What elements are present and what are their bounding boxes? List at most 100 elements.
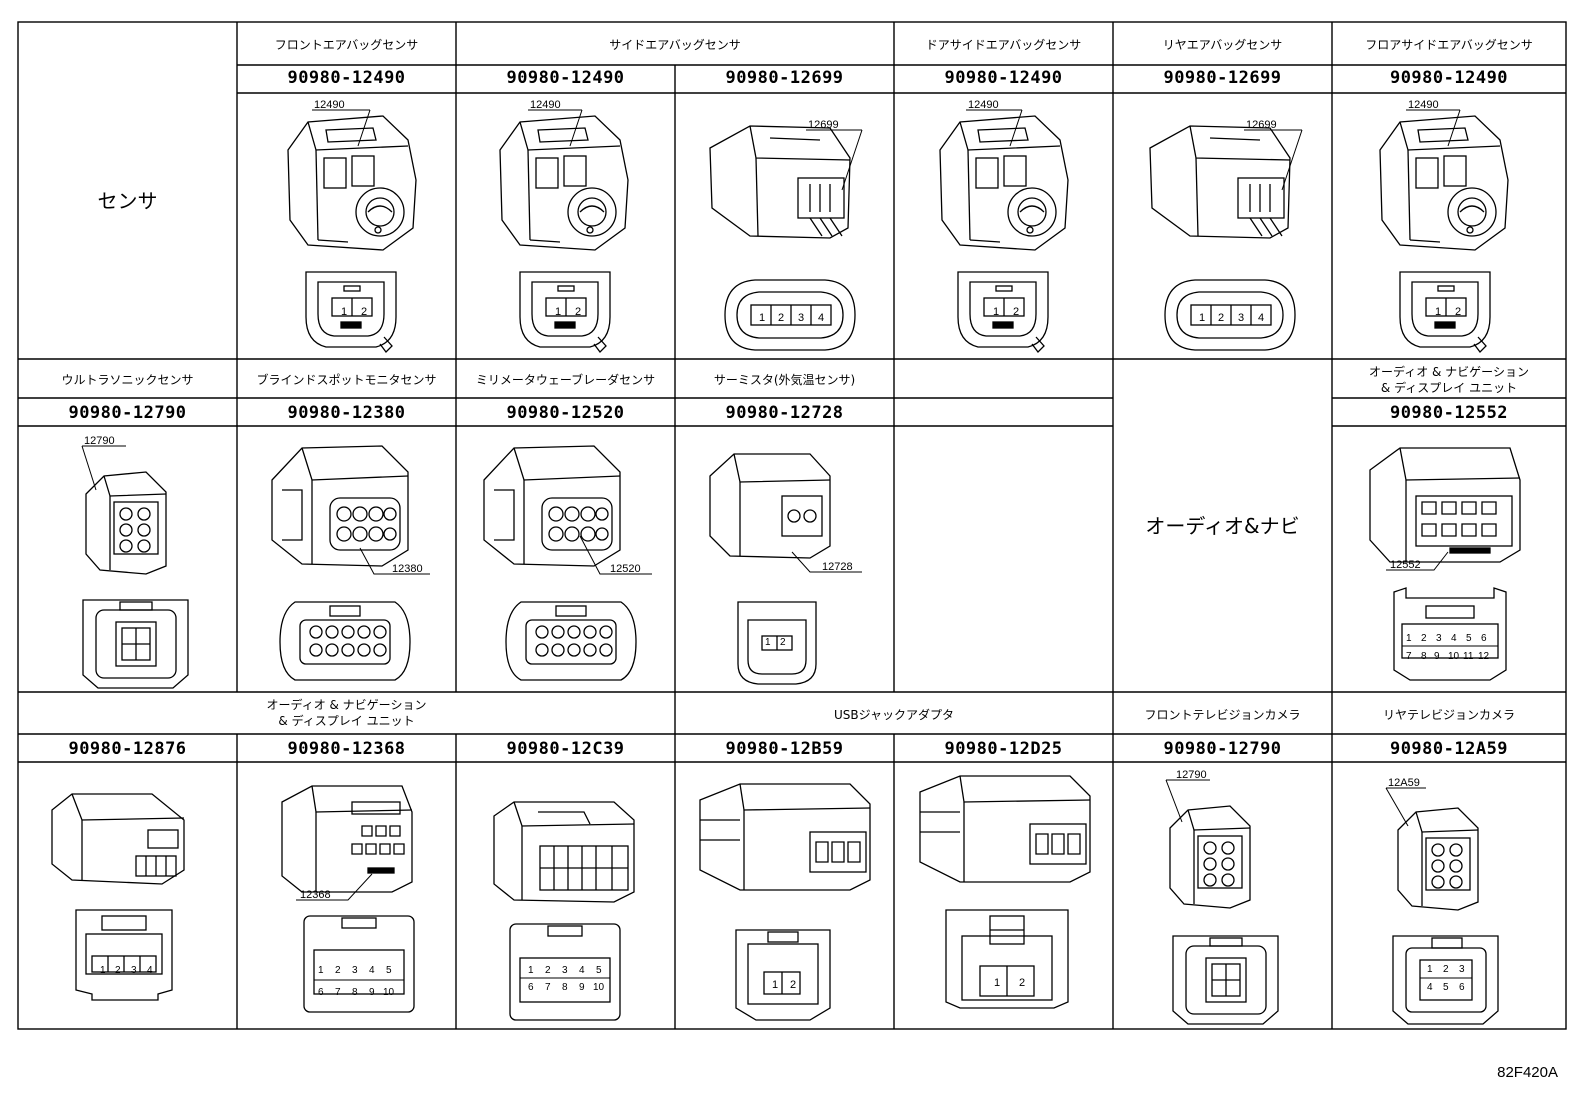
header-audio-nav-display-2: & ディスプレイ ユニット xyxy=(1380,381,1518,395)
header-audio-nav-display-1: オーディオ & ナビゲーション xyxy=(1369,365,1529,379)
part-number: 90980-12699 xyxy=(725,68,844,88)
pin-label: 2 xyxy=(778,312,784,324)
pin-label: 2 xyxy=(335,965,341,976)
pin-label: 6 xyxy=(318,987,324,998)
tag-label: 12790 xyxy=(1176,769,1207,781)
header-usb-jack-adapter: USBジャックアダプタ xyxy=(833,708,955,722)
connector-12490-door xyxy=(939,109,1069,353)
pin-label: 3 xyxy=(798,312,804,324)
part-number: 90980-12490 xyxy=(506,68,625,88)
pin-label: 1 xyxy=(528,965,534,976)
header-ultrasonic-sensor: ウルトラソニックセンサ xyxy=(61,373,194,387)
tag-label: 12728 xyxy=(822,561,853,573)
pin-label: 4 xyxy=(369,965,375,976)
pin-label: 12 xyxy=(1478,651,1490,662)
pin-label: 4 xyxy=(1258,312,1264,324)
category-sensor: センサ xyxy=(97,189,158,213)
tag-label: 12368 xyxy=(300,889,331,901)
header-thermistor: サーミスタ(外気温センサ) xyxy=(713,373,856,387)
header-blind-spot-monitor-sensor: ブラインドスポットモニタセンサ xyxy=(256,373,437,387)
pin-label: 6 xyxy=(1481,633,1487,644)
tag-label: 12699 xyxy=(808,119,839,131)
pin-label: 2 xyxy=(1218,312,1224,324)
pin-label: 2 xyxy=(115,965,121,976)
part-number: 90980-12552 xyxy=(1389,403,1509,423)
part-number: 90980-12790 xyxy=(1163,739,1282,759)
pin-grid-12552: 1 2 3 4 5 6 7 8 9 10 11 12 xyxy=(1402,633,1498,662)
tag-label: 12490 xyxy=(314,99,345,111)
header-millimeter-wave-radar-sensor: ミリメータウェーブレーダセンサ xyxy=(475,373,656,387)
pin-label: 1 xyxy=(341,306,347,318)
connector-12380-blind-spot xyxy=(271,445,430,681)
pin-label: 1 xyxy=(993,306,999,318)
connector-12b59 xyxy=(699,783,871,1021)
pin-label: 5 xyxy=(596,965,602,976)
connector-12368 xyxy=(281,785,415,1013)
pin-label: 9 xyxy=(579,982,585,993)
pin-label: 1 xyxy=(318,965,324,976)
audio-nav-label: オーディオ&ナビ xyxy=(1145,514,1300,538)
pin-label: 1 xyxy=(765,637,771,648)
pin-label: 3 xyxy=(562,965,568,976)
connector-12490-side xyxy=(499,109,629,353)
tag-label: 12490 xyxy=(1408,99,1439,111)
connector-12490-front xyxy=(287,109,417,353)
header-door-side-airbag-sensor: ドアサイドエアバッグセンサ xyxy=(925,38,1082,52)
pin-label: 9 xyxy=(1434,651,1440,662)
pin-label: 4 xyxy=(147,965,153,976)
pin-label: 2 xyxy=(1019,977,1025,989)
pin-label: 2 xyxy=(545,965,551,976)
pin-label: 4 xyxy=(579,965,585,976)
pin-label: 2 xyxy=(1421,633,1427,644)
pin-label: 7 xyxy=(1406,651,1412,662)
pin-label: 10 xyxy=(383,987,395,998)
pin-label: 10 xyxy=(593,982,605,993)
tag-label: 12490 xyxy=(530,99,561,111)
pin-label: 5 xyxy=(1443,982,1449,993)
pin-label: 2 xyxy=(790,979,796,991)
pin-label: 2 xyxy=(1443,964,1449,975)
tag-label: 12380 xyxy=(392,563,423,575)
connector-12699-side xyxy=(709,125,863,351)
pin-label: 2 xyxy=(361,306,367,318)
part-number: 90980-12876 xyxy=(68,739,187,759)
pin-label: 2 xyxy=(780,637,786,648)
header-rear-tv-camera: リヤテレビジョンカメラ xyxy=(1382,708,1515,722)
pin-label: 10 xyxy=(1448,651,1460,662)
pin-label: 1 xyxy=(555,306,561,318)
pin-label: 1 xyxy=(1435,306,1441,318)
pin-label: 1 xyxy=(772,979,778,991)
part-number: 90980-12790 xyxy=(68,403,187,423)
pin-label: 4 xyxy=(1427,982,1433,993)
part-number: 90980-12728 xyxy=(725,403,844,423)
pin-label: 1 xyxy=(1199,312,1205,324)
tag-label: 12790 xyxy=(84,435,115,447)
part-number: 90980-12490 xyxy=(287,68,406,88)
pin-label: 1 xyxy=(1406,633,1412,644)
pin-label: 7 xyxy=(545,982,551,993)
pin-label: 2 xyxy=(1455,306,1461,318)
pin-grid-12876: 1 2 3 4 xyxy=(100,965,153,976)
pin-label: 5 xyxy=(1466,633,1472,644)
pin-label: 6 xyxy=(528,982,534,993)
pin-grid-12a59: 1 2 3 4 5 6 xyxy=(1420,964,1472,993)
tag-label: 12490 xyxy=(968,99,999,111)
pin-label: 3 xyxy=(1238,312,1244,324)
connector-12790-ultrasonic xyxy=(81,445,189,689)
part-number: 90980-12368 xyxy=(287,739,406,759)
pin-label: 3 xyxy=(352,965,358,976)
part-number: 90980-12B59 xyxy=(725,739,844,759)
connector-12552-audio xyxy=(1369,447,1521,681)
part-number: 90980-12490 xyxy=(1389,68,1509,88)
pin-label: 8 xyxy=(1421,651,1427,662)
tag-label: 12520 xyxy=(610,563,641,575)
tag-label: 12699 xyxy=(1246,119,1277,131)
pin-grid-12c39: 1 2 3 4 5 6 7 8 9 10 xyxy=(520,965,610,993)
header-audio-nav-display-1: オーディオ & ナビゲーション xyxy=(266,698,427,712)
connector-12d25 xyxy=(919,775,1091,1009)
part-number: 90980-12D25 xyxy=(944,739,1063,759)
connector-12a59-rear-camera xyxy=(1385,787,1499,1025)
part-number: 90980-12490 xyxy=(944,68,1063,88)
header-side-airbag-sensor: サイドエアバッグセンサ xyxy=(609,38,741,52)
